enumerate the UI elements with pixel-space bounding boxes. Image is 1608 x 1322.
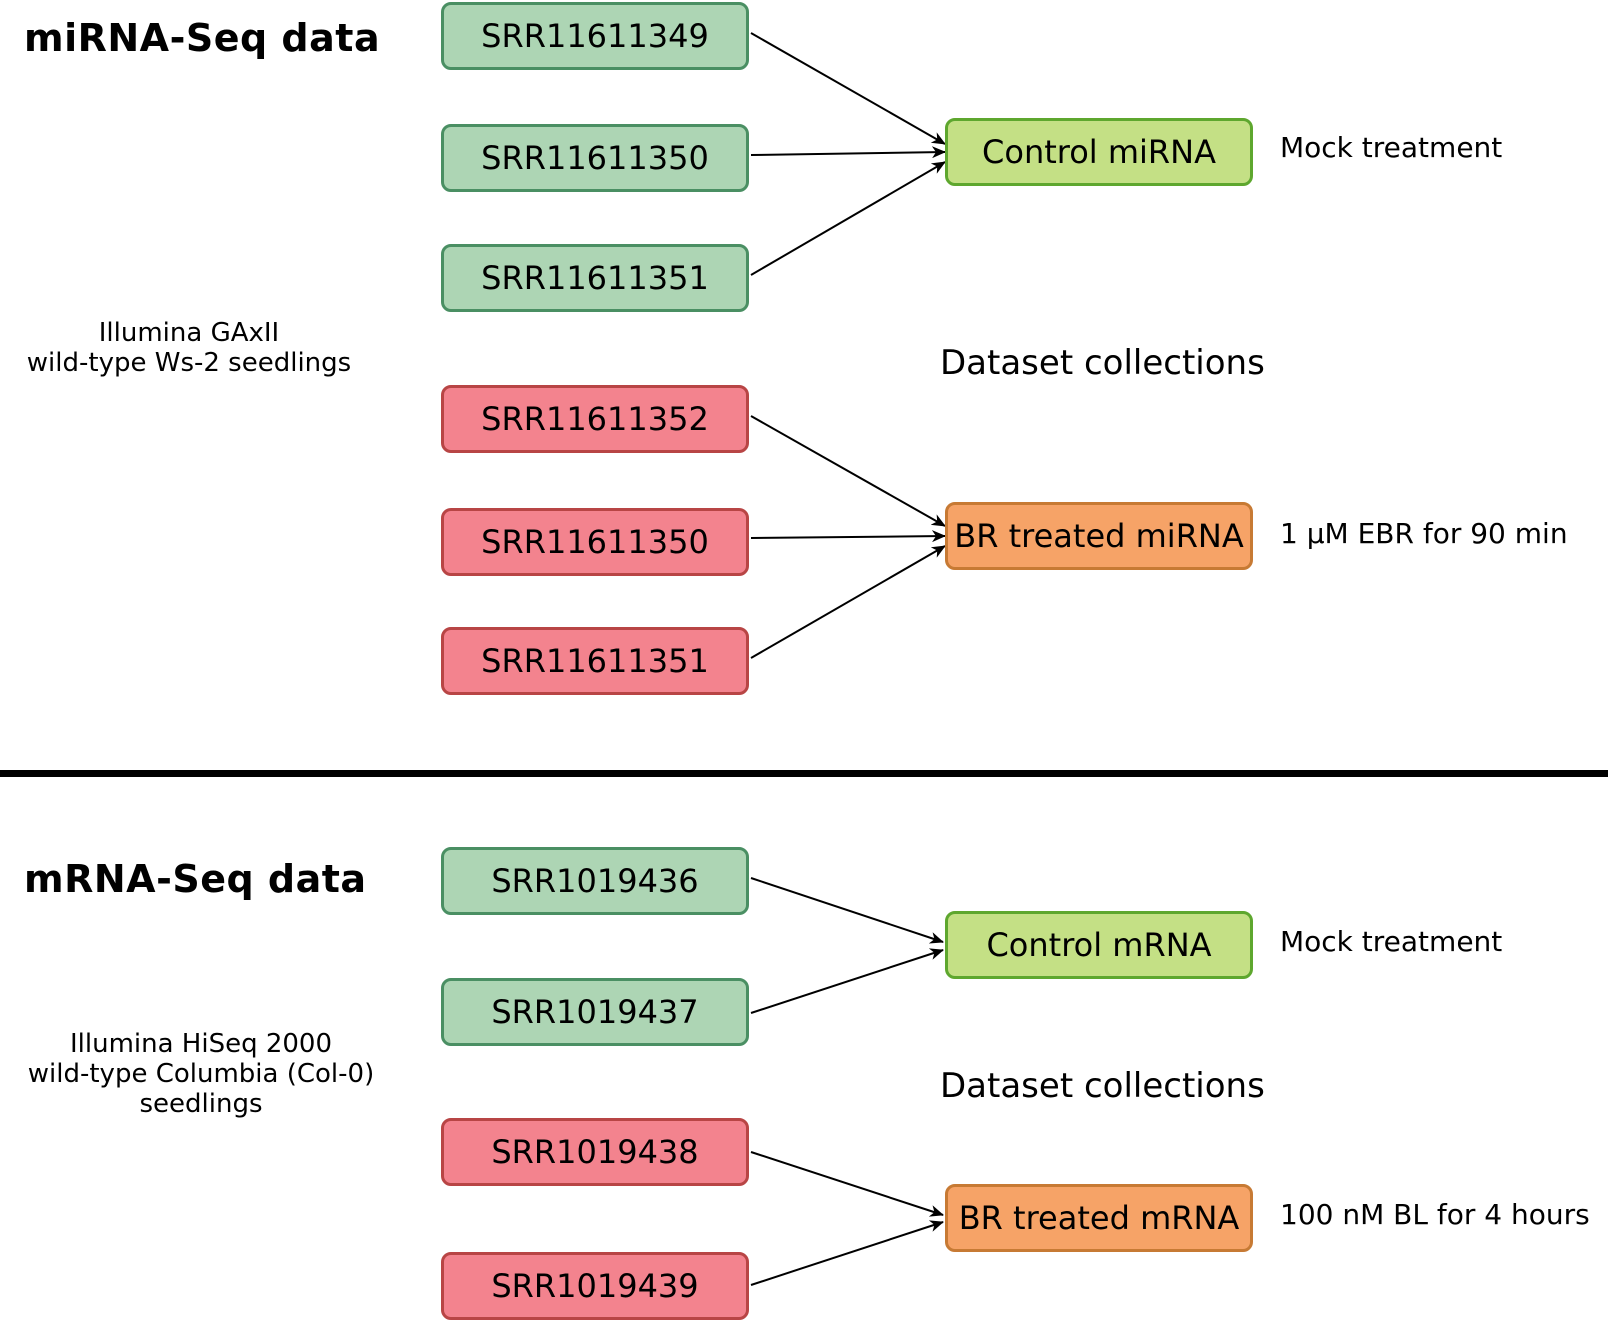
section-divider <box>0 770 1608 777</box>
mrna-collections-label: Dataset collections <box>940 1066 1265 1106</box>
mirna-control-note: Mock treatment <box>1280 131 1503 164</box>
mrna-treated-collection: BR treated mRNA <box>945 1184 1253 1252</box>
mirna-sample: wild-type Ws-2 seedlings <box>26 348 352 378</box>
mrna-platform: Illumina HiSeq 2000 <box>69 1029 333 1059</box>
mirna-control-accession-3: SRR11611351 <box>441 244 749 312</box>
mirna-collections-label: Dataset collections <box>940 343 1265 383</box>
arrow-mirna-control-3 <box>750 161 946 276</box>
arrow-mrna-control-1 <box>750 877 944 944</box>
mirna-description: Illumina GAxII wild-type Ws-2 seedlings <box>0 318 378 378</box>
mrna-treated-note: 100 nM BL for 4 hours <box>1280 1198 1590 1231</box>
mirna-platform: Illumina GAxII <box>98 318 280 348</box>
arrow-mirna-treated-1 <box>750 415 946 527</box>
mrna-description: Illumina HiSeq 2000 wild-type Columbia (… <box>0 1029 402 1119</box>
arrow-mirna-treated-2 <box>750 530 946 543</box>
mirna-treated-accession-2: SRR11611350 <box>441 508 749 576</box>
mrna-sample-line2: seedlings <box>139 1089 263 1119</box>
mirna-treated-collection: BR treated miRNA <box>945 502 1253 570</box>
mirna-treated-accession-3: SRR11611351 <box>441 627 749 695</box>
arrow-mirna-control-1 <box>750 32 946 145</box>
mirna-control-accession-1: SRR11611349 <box>441 2 749 70</box>
mirna-treated-accession-1: SRR11611352 <box>441 385 749 453</box>
mirna-control-collection: Control miRNA <box>945 118 1253 186</box>
mrna-control-collection: Control mRNA <box>945 911 1253 979</box>
mirna-section-title: miRNA-Seq data <box>24 16 381 60</box>
mrna-control-accession-2: SRR1019437 <box>441 978 749 1046</box>
mrna-section-title: mRNA-Seq data <box>24 857 367 901</box>
arrow-mirna-treated-3 <box>750 545 946 659</box>
mirna-treated-note: 1 µM EBR for 90 min <box>1280 517 1568 550</box>
arrow-mrna-treated-1 <box>750 1151 944 1217</box>
mirna-control-accession-2: SRR11611350 <box>441 124 749 192</box>
mrna-control-accession-1: SRR1019436 <box>441 847 749 915</box>
mrna-control-note: Mock treatment <box>1280 925 1503 958</box>
mrna-treated-accession-1: SRR1019438 <box>441 1118 749 1186</box>
mrna-treated-accession-2: SRR1019439 <box>441 1252 749 1320</box>
arrow-mrna-treated-2 <box>750 1220 944 1286</box>
arrow-mirna-control-2 <box>750 146 946 159</box>
arrow-mrna-control-2 <box>750 948 944 1014</box>
mrna-sample-line1: wild-type Columbia (Col-0) <box>27 1059 375 1089</box>
